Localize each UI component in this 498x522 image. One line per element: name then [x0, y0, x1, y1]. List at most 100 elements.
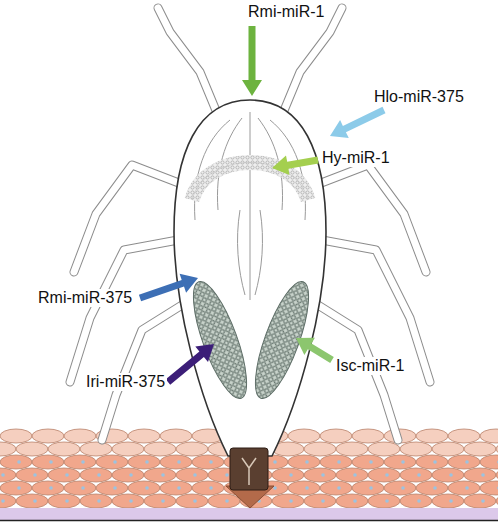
cell-nucleus: [17, 460, 21, 464]
skin-cell: [416, 429, 448, 443]
skin-cell: [64, 481, 96, 495]
mirna-label: Rmi-miR-1: [246, 3, 326, 21]
gut-diverticula: [195, 112, 306, 300]
pointer-arrow: [272, 155, 319, 175]
skin-cell: [384, 455, 416, 469]
skin-cell: [288, 429, 320, 443]
skin-cell: [64, 429, 96, 443]
leg-fill: [74, 165, 184, 272]
leg-outline: [158, 8, 222, 125]
skin-cell: [16, 442, 48, 456]
leg-outline: [102, 300, 190, 440]
cell-nucleus: [433, 486, 437, 490]
cell-nucleus: [1, 499, 5, 503]
cell-nucleus: [113, 460, 117, 464]
skin-cell: [160, 481, 192, 495]
skin-cell: [304, 442, 336, 456]
pointer-arrows: [139, 26, 386, 385]
skin-cell: [192, 455, 224, 469]
skin-cell: [32, 429, 64, 443]
skin-cell: [320, 429, 352, 443]
skin-cell: [192, 481, 224, 495]
skin-cell: [0, 494, 16, 508]
skin-cell: [336, 468, 368, 482]
skin-cell: [128, 481, 160, 495]
cell-nucleus: [289, 473, 293, 477]
cell-nucleus: [81, 486, 85, 490]
skin-cell: [320, 481, 352, 495]
hypostome-mark: [242, 458, 256, 485]
pointer-arrow: [296, 338, 334, 363]
skin-cell: [496, 494, 498, 508]
cell-nucleus: [385, 499, 389, 503]
skin-cell: [480, 481, 498, 495]
leg-outline: [74, 165, 184, 272]
skin-cell: [272, 494, 304, 508]
cell-nucleus: [49, 486, 53, 490]
cell-nucleus: [449, 499, 453, 503]
skin-cell: [464, 494, 496, 508]
skin-cell: [80, 468, 112, 482]
leg-outline: [278, 8, 342, 125]
skin-cell: [448, 429, 480, 443]
cell-nucleus: [145, 486, 149, 490]
skin-cell: [32, 455, 64, 469]
leg-outline: [70, 240, 178, 382]
skin-cell: [448, 455, 480, 469]
cell-nucleus: [161, 499, 165, 503]
cell-nucleus: [481, 499, 485, 503]
skin-cell: [16, 494, 48, 508]
mirna-label: Isc-miR-1: [334, 357, 406, 375]
cell-nucleus: [289, 499, 293, 503]
skin-cell: [368, 442, 400, 456]
cell-nucleus: [449, 473, 453, 477]
skin-cell: [496, 442, 498, 456]
skin-cell: [352, 455, 384, 469]
cell-nucleus: [385, 473, 389, 477]
salivary-gland: [183, 276, 257, 404]
cell-nucleus: [225, 499, 229, 503]
cell-nucleus: [129, 499, 133, 503]
skin-cell: [144, 468, 176, 482]
skin-cell: [288, 455, 320, 469]
mirna-label: Hlo-miR-375: [372, 88, 466, 106]
cell-nucleus: [369, 460, 373, 464]
skin-cell: [448, 481, 480, 495]
leg-outline: [316, 165, 426, 272]
skin-cell: [144, 442, 176, 456]
cell-nucleus: [81, 460, 85, 464]
cell-nucleus: [305, 486, 309, 490]
pointer-arrow: [242, 26, 262, 96]
cell-nucleus: [65, 473, 69, 477]
skin-cell: [304, 468, 336, 482]
skin-cell: [416, 481, 448, 495]
skin-cell: [368, 468, 400, 482]
cell-nucleus: [369, 486, 373, 490]
cell-nucleus: [337, 460, 341, 464]
skin-cell: [480, 429, 498, 443]
skin-cell: [0, 455, 32, 469]
leg-fill: [158, 8, 222, 125]
skin-cell: [496, 468, 498, 482]
skin-cell: [432, 468, 464, 482]
skin-cell: [160, 429, 192, 443]
cell-nucleus: [497, 460, 498, 464]
cell-nucleus: [401, 460, 405, 464]
cell-nucleus: [321, 499, 325, 503]
mirna-label: Rmi-miR-375: [36, 289, 134, 307]
skin-cell: [176, 468, 208, 482]
skin-cell: [48, 494, 80, 508]
skin-cell: [288, 481, 320, 495]
skin-cell: [32, 481, 64, 495]
leg-fill: [278, 8, 342, 125]
cell-nucleus: [433, 460, 437, 464]
skin-cell: [48, 442, 80, 456]
cell-nucleus: [321, 473, 325, 477]
cell-nucleus: [1, 473, 5, 477]
skin-cell: [96, 455, 128, 469]
skin-cell: [80, 442, 112, 456]
cell-nucleus: [465, 486, 469, 490]
skin-cell: [0, 481, 32, 495]
cell-nucleus: [113, 486, 117, 490]
